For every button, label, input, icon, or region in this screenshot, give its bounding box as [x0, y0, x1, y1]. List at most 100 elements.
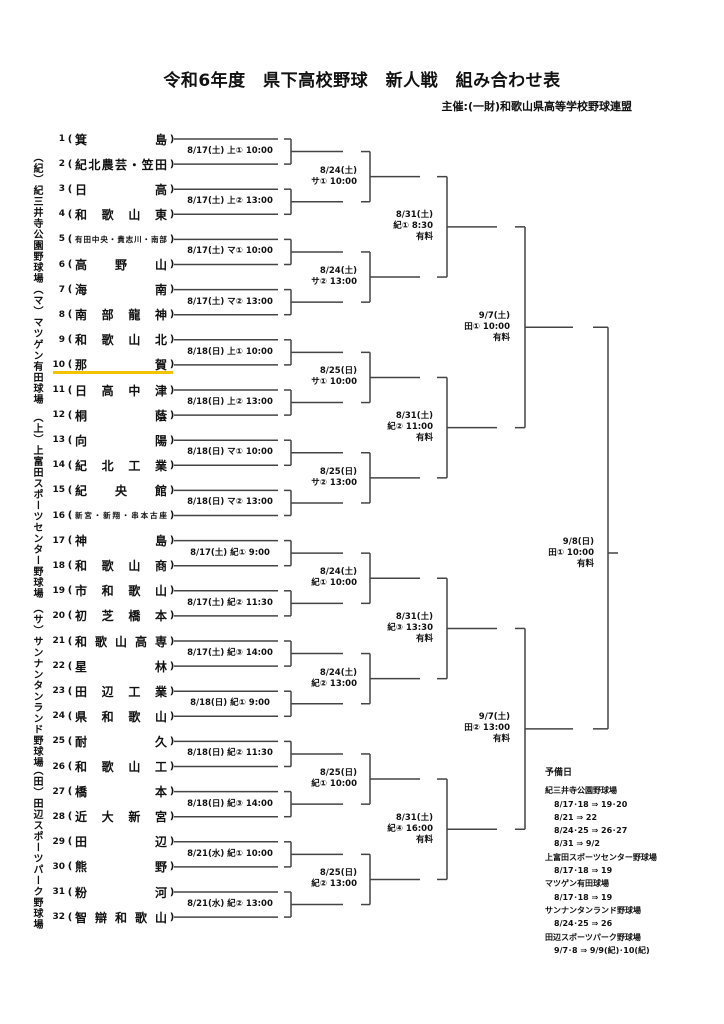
paren-open: (: [67, 836, 73, 848]
match-date: 9/7(土): [478, 310, 510, 321]
paren-open: (: [67, 459, 73, 471]
match-info: 8/17(土) マ② 13:00: [187, 296, 273, 307]
paren-close: ): [169, 459, 175, 471]
team-row: 17(神島): [50, 533, 177, 549]
team-number: 8: [58, 309, 65, 320]
paren-close: ): [169, 158, 175, 170]
paren-close: ): [169, 886, 175, 898]
team-number: 4: [58, 209, 65, 220]
match-slot: 紀① 8:30: [393, 221, 433, 232]
paren-open: (: [67, 284, 73, 296]
match-date: 8/25(日): [319, 366, 357, 377]
team-name: 耐久: [75, 734, 167, 749]
paren-close: ): [169, 233, 175, 245]
reserve-venue: 紀三井寺公園野球場: [545, 786, 617, 796]
team-number: 14: [52, 460, 65, 471]
match-info: 8/21(水) 紀① 10:00: [187, 848, 273, 859]
round1-match-label: 8/17(土) 紀② 11:30: [175, 598, 285, 609]
team-row: 18(和歌山商): [50, 558, 177, 574]
team-number: 30: [52, 861, 65, 872]
paren-open: (: [67, 334, 73, 346]
paren-open: (: [67, 384, 73, 396]
paren-open: (: [67, 133, 73, 145]
team-name: 和歌山東: [75, 207, 167, 222]
round2-match-label: 8/24(土)サ① 10:00: [311, 166, 357, 188]
team-number: 28: [52, 811, 65, 822]
round2-match-label: 8/25(日)サ② 13:00: [311, 467, 357, 489]
match-note: 有料: [576, 558, 594, 569]
team-row: 2(紀北農芸・笠田): [50, 156, 177, 172]
team-name: 和歌山工: [75, 760, 167, 774]
paren-open: (: [67, 886, 73, 898]
team-name: 桐蔭: [75, 408, 167, 423]
team-name: 新宮・新翔・串本古座: [75, 511, 167, 520]
paren-close: ): [169, 535, 175, 547]
match-slot: 紀③ 13:30: [387, 622, 433, 633]
match-info: 8/18(日) 上① 10:00: [187, 346, 273, 357]
team-number: 29: [52, 836, 65, 847]
team-number: 27: [52, 786, 65, 797]
paren-close: ): [169, 861, 175, 873]
venue-label-arida: （マ）マツゲン有田球場: [31, 284, 42, 405]
team-row: 19(市和歌山): [50, 583, 177, 599]
paren-open: (: [67, 259, 73, 270]
paren-open: (: [67, 811, 73, 823]
round1-match-label: 8/21(水) 紀② 13:00: [175, 899, 285, 910]
team-row: 13(向陽): [50, 432, 177, 448]
match-info: 8/17(土) 上① 10:00: [187, 146, 273, 157]
team-row: 4(和歌山東): [50, 206, 177, 222]
paren-open: (: [67, 761, 73, 772]
paren-open: (: [67, 409, 73, 421]
match-date: 8/31(土): [395, 411, 433, 422]
team-row: 14(紀北工業): [50, 457, 177, 473]
paren-close: ): [169, 685, 175, 697]
team-number: 7: [58, 284, 65, 295]
team-number: 9: [58, 334, 65, 345]
paren-close: ): [169, 836, 175, 848]
team-name: 粉河: [75, 885, 167, 900]
team-row: 1(箕島): [50, 131, 177, 147]
match-info: 8/18(日) マ① 10:00: [187, 447, 273, 458]
team-number: 23: [52, 686, 65, 697]
paren-close: ): [169, 510, 175, 521]
team-name: 田辺: [75, 835, 167, 850]
team-number: 25: [52, 736, 65, 747]
team-name: 和歌山商: [75, 559, 167, 574]
team-row: 10(那賀): [50, 357, 177, 373]
paren-open: (: [67, 158, 73, 170]
match-note: 有料: [492, 734, 510, 745]
paren-open: (: [67, 359, 73, 371]
match-note: 有料: [492, 332, 510, 343]
round1-match-label: 8/18(日) 上② 13:00: [175, 397, 285, 408]
venue-label-sannantan: （サ）サンナンタンランド野球場: [31, 603, 42, 768]
team-number: 31: [52, 887, 65, 897]
reserve-venue: サンナンタンランド野球場: [545, 905, 641, 915]
team-number: 18: [52, 560, 65, 571]
team-name: 智辯和歌山: [75, 910, 167, 925]
paren-open: (: [67, 585, 73, 597]
reserve-venue: 上富田スポーツセンター野球場: [545, 852, 657, 862]
paren-close: ): [169, 409, 175, 421]
match-slot: 田① 10:00: [548, 547, 594, 558]
match-info: 8/21(水) 紀② 13:00: [187, 899, 273, 910]
round2-match-label: 8/25(日)サ① 10:00: [311, 366, 357, 388]
match-date: 9/8(日): [562, 536, 594, 547]
match-info: 8/18(日) 上② 13:00: [187, 397, 273, 408]
team-row: 21(和歌山高専): [50, 633, 177, 649]
match-date: 9/7(土): [478, 712, 510, 723]
team-number: 11: [52, 385, 65, 395]
round2-match-label: 8/25(日)紀① 10:00: [311, 768, 357, 790]
paren-open: (: [67, 911, 73, 923]
team-number: 24: [52, 711, 65, 722]
page-title: 令和6年度 県下高校野球 新人戦 組み合わせ表: [163, 71, 561, 91]
round1-match-label: 8/17(土) 上① 10:00: [175, 146, 285, 157]
team-row: 24(県和歌山): [50, 708, 177, 724]
team-row: 30(熊野): [50, 859, 177, 875]
paren-close: ): [169, 384, 175, 396]
paren-open: (: [67, 861, 73, 873]
round1-match-label: 8/18(日) 紀② 11:30: [175, 748, 285, 759]
paren-close: ): [169, 761, 175, 772]
